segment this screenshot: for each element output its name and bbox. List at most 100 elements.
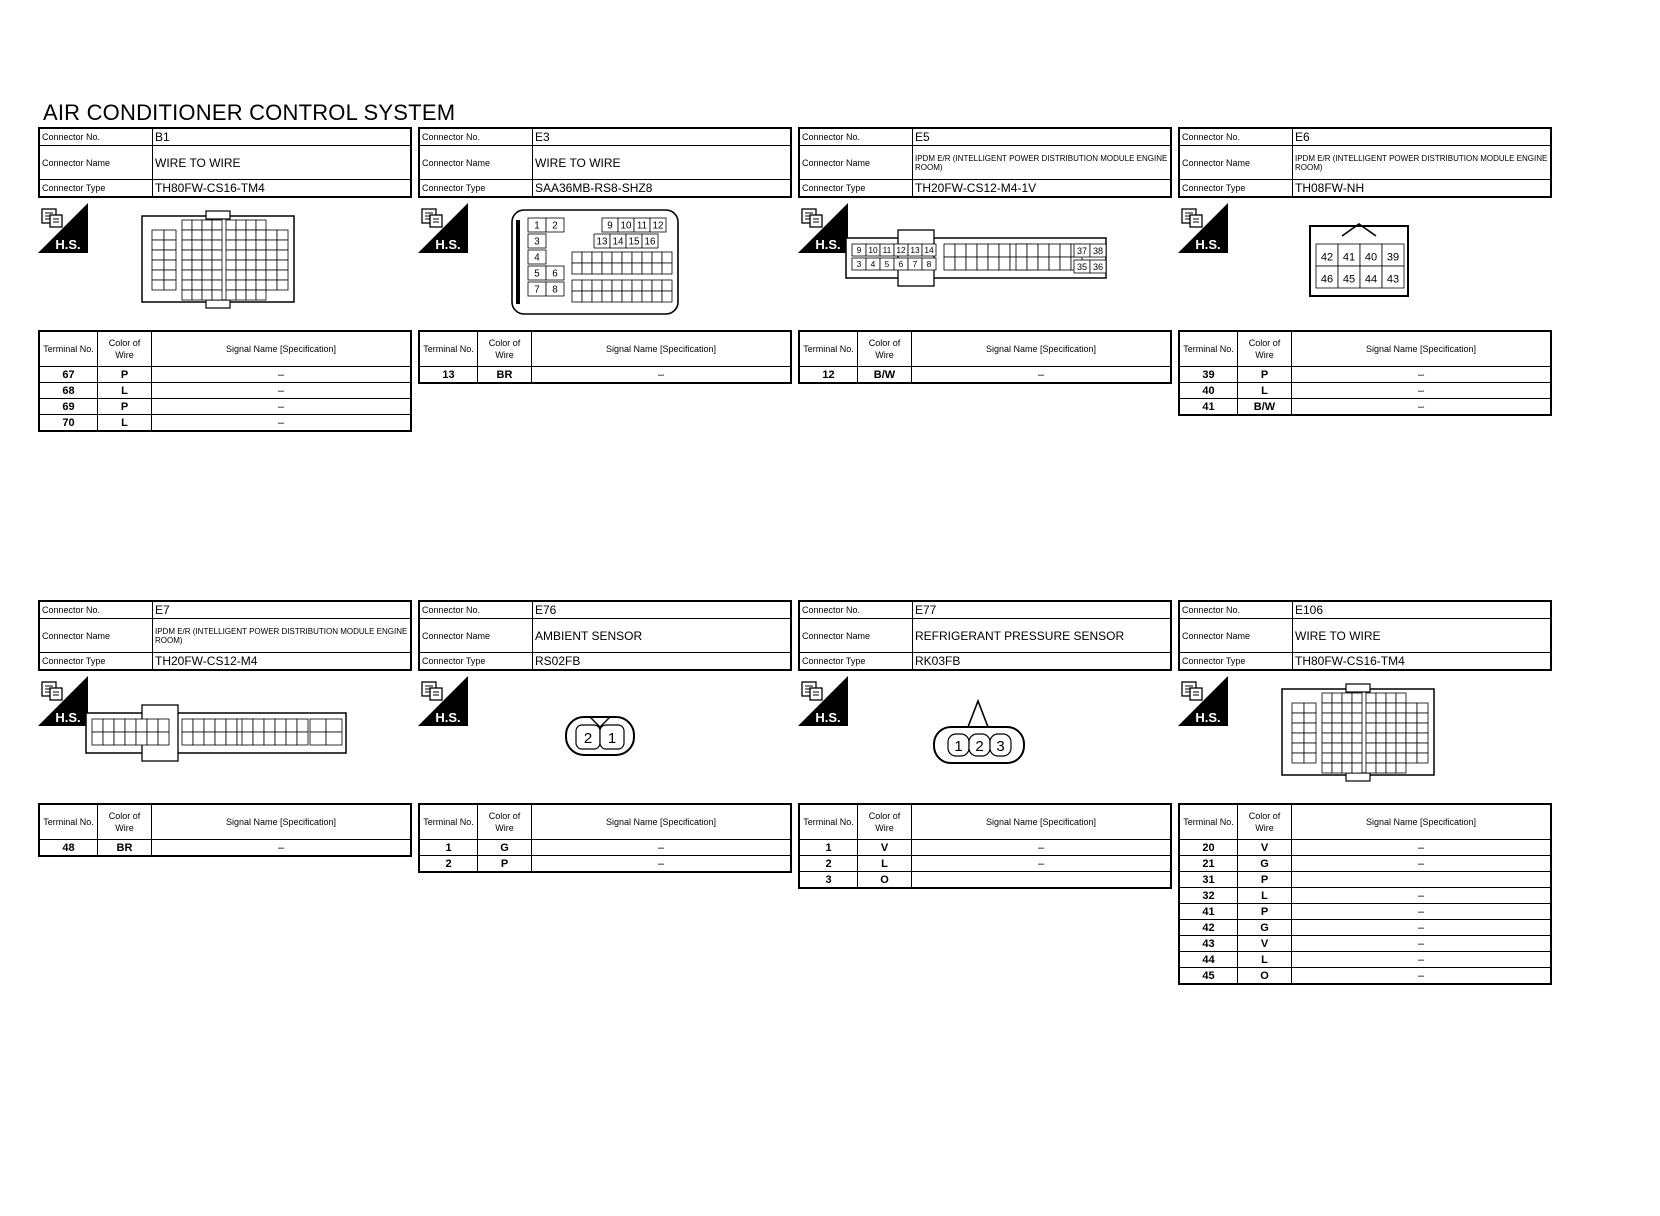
terminal-no-header: Terminal No. <box>38 330 98 367</box>
connector-pin <box>1331 762 1343 774</box>
wire-color: G <box>477 839 532 856</box>
connector-pin <box>641 290 653 303</box>
connector-pin <box>1385 702 1397 714</box>
connector-no-value: E3 <box>532 127 792 146</box>
connector-pin <box>225 239 237 251</box>
connector-pin <box>1321 712 1333 724</box>
connector-pin <box>1291 752 1305 764</box>
terminal-no: 69 <box>38 398 98 415</box>
connector-pin <box>265 259 278 271</box>
connector-pin <box>1291 712 1305 724</box>
connector-pin <box>1341 712 1353 724</box>
connector-pin <box>102 731 115 746</box>
connector-name-value: WIRE TO WIRE <box>152 145 412 180</box>
wire-color-header: Color of Wire <box>857 803 912 840</box>
connector-pin <box>225 279 237 291</box>
connector-pin <box>191 259 203 271</box>
connector-pin <box>285 718 298 733</box>
svg-text:13: 13 <box>910 245 920 255</box>
signal-name: – <box>1291 855 1552 872</box>
connector-pin <box>1048 256 1061 271</box>
connector-pin <box>527 249 547 265</box>
signal-name: – <box>151 839 412 857</box>
svg-text:7: 7 <box>913 259 918 269</box>
connector-type-label: Connector Type <box>798 652 913 671</box>
connector-pin <box>325 731 343 746</box>
connector-name-label: Connector Name <box>798 618 913 653</box>
connector-pin <box>921 257 937 271</box>
connector-pin <box>1416 712 1429 724</box>
signal-name: – <box>1291 935 1552 952</box>
connector-pin <box>225 731 238 746</box>
wire-color: G <box>1237 919 1292 936</box>
connector-pin <box>1375 702 1387 714</box>
connector-pin <box>545 265 565 281</box>
wire-color-header: Color of Wire <box>97 803 152 840</box>
connector-pin <box>211 289 223 301</box>
connector-pin <box>581 251 593 264</box>
connector-pin <box>1381 265 1405 289</box>
signal-name: – <box>531 839 792 856</box>
svg-text:13: 13 <box>597 237 608 248</box>
wire-color: L <box>857 855 912 872</box>
connector-name-value: WIRE TO WIRE <box>1292 618 1552 653</box>
connector-pin <box>641 279 653 292</box>
connector-pin <box>225 229 237 241</box>
connector-type-label: Connector Type <box>798 179 913 198</box>
terminal-no-header: Terminal No. <box>418 330 478 367</box>
signal-name-header: Signal Name [Specification] <box>911 803 1172 840</box>
connector-pin <box>201 289 213 301</box>
signal-name: – <box>1291 919 1552 936</box>
connector-pin <box>581 290 593 303</box>
svg-text:42: 42 <box>1321 252 1333 264</box>
connector-no-label: Connector No. <box>798 600 913 619</box>
connector-pin <box>255 219 267 231</box>
connector-pin <box>1405 702 1418 714</box>
hs-label: H.S. <box>815 710 840 725</box>
svg-text:37: 37 <box>1077 246 1087 256</box>
signal-name: – <box>1291 382 1552 399</box>
connector-pin <box>1416 742 1429 754</box>
hs-icon: H.S. <box>38 203 88 253</box>
connector-pin <box>192 731 205 746</box>
connector-pin <box>235 219 247 231</box>
connector-pin <box>276 279 289 291</box>
connector-pin <box>1405 712 1418 724</box>
connector-pin <box>611 279 623 292</box>
svg-text:16: 16 <box>645 237 656 248</box>
connector-pin <box>285 731 298 746</box>
connector-pin <box>135 731 148 746</box>
connector-pin <box>191 269 203 281</box>
connector-pin <box>921 243 937 257</box>
terminal-no: 13 <box>418 366 478 384</box>
connector-pin <box>1395 712 1407 724</box>
connector-pin <box>1341 762 1353 774</box>
connector-pin <box>987 256 1000 271</box>
terminal-no: 42 <box>1178 919 1238 936</box>
connector-pin <box>1321 732 1333 744</box>
connector-pin <box>661 262 673 275</box>
connector-pin <box>1026 256 1039 271</box>
connector-pin <box>641 233 659 249</box>
connector-name-label: Connector Name <box>1178 618 1293 653</box>
svg-text:3: 3 <box>857 259 862 269</box>
wire-color: O <box>857 871 912 889</box>
svg-text:12: 12 <box>896 245 906 255</box>
svg-text:8: 8 <box>552 285 558 296</box>
connector-pin <box>611 290 623 303</box>
signal-name: – <box>1291 887 1552 904</box>
connector-pin <box>181 219 193 231</box>
connector-pin <box>1365 732 1377 744</box>
svg-text:45: 45 <box>1343 274 1355 286</box>
connector-pin <box>651 262 663 275</box>
